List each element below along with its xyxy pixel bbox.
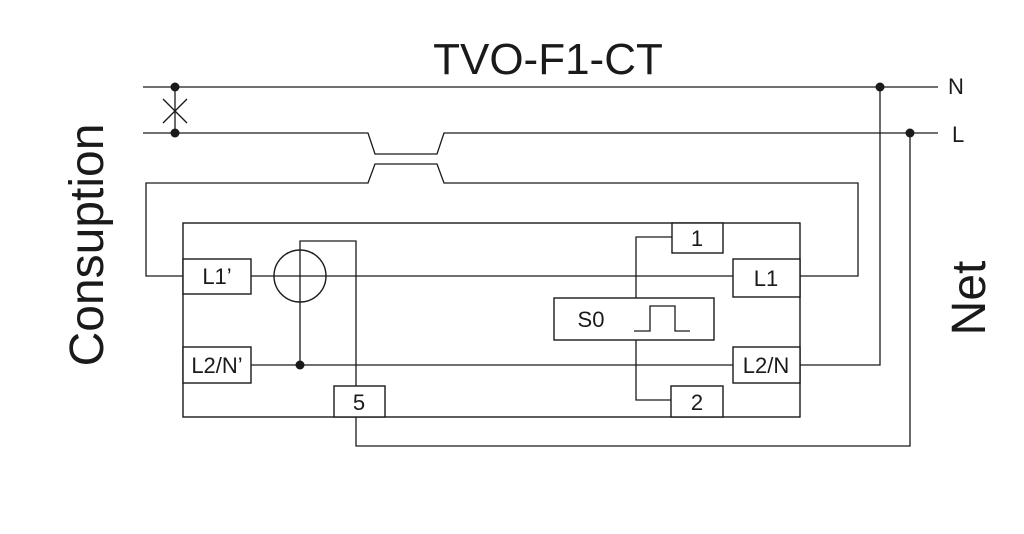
s0-label: S0	[578, 307, 605, 332]
disconnect-switch	[162, 82, 188, 138]
ct-sense-wire	[299, 240, 357, 386]
live-line	[143, 132, 938, 155]
terminal-l1: L1	[732, 258, 801, 298]
l1-loop-wire	[145, 163, 859, 277]
meter-body	[182, 222, 801, 418]
switch-node-l	[170, 128, 180, 138]
live-line-label: L	[952, 122, 964, 147]
terminal-l2n: L2/N	[732, 346, 801, 384]
switch-cross-b	[162, 98, 188, 124]
net-neutral-wire	[800, 87, 881, 366]
terminal-5: 5	[333, 385, 386, 418]
terminal-1-label: 1	[691, 226, 703, 251]
terminal-l2n-prime: L2/N’	[182, 346, 252, 384]
terminal-2-label: 2	[691, 390, 703, 415]
diagram-title: TVO-F1-CT	[433, 35, 663, 84]
switch-node-n	[170, 82, 180, 92]
terminal-l2n-prime-label: L2/N’	[191, 353, 242, 378]
terminal-l1-prime: L1’	[182, 258, 252, 295]
current-transformer	[273, 249, 327, 303]
terminal-5-label: 5	[353, 390, 365, 415]
terminal-1: 1	[671, 222, 724, 254]
net-neutral-node	[875, 82, 885, 92]
net-live-wire	[355, 133, 911, 447]
terminal-l1-prime-label: L1’	[202, 264, 231, 289]
pulse-icon	[634, 305, 690, 332]
terminal-2: 2	[670, 385, 724, 418]
consumption-label: Consuption	[61, 124, 114, 367]
l2n-junction-node	[295, 360, 305, 370]
supply-lines: N L	[143, 74, 964, 155]
terminal-l1-label: L1	[754, 266, 778, 291]
net-live-node	[905, 128, 915, 138]
net-label: Net	[943, 261, 996, 336]
neutral-line-label: N	[948, 74, 964, 99]
s0-output-wire-2	[635, 340, 671, 401]
s0-output-wire-1	[635, 236, 672, 298]
s0-pulse-output: S0	[553, 297, 715, 341]
terminal-l2n-label: L2/N	[743, 353, 789, 378]
